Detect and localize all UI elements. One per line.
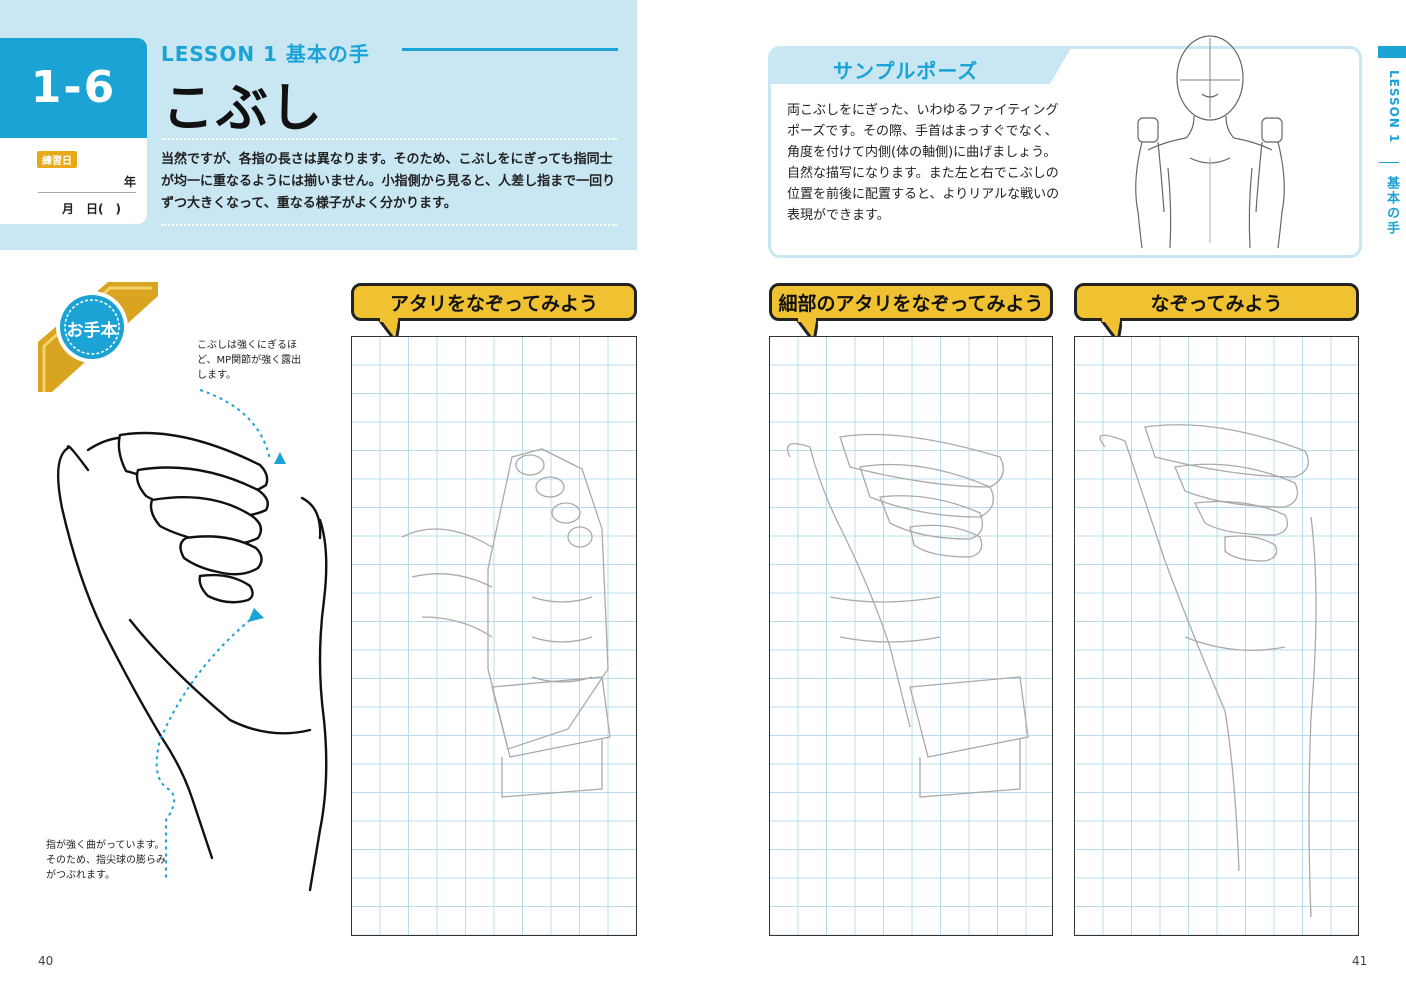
exercise-3-bubble: なぞってみよう bbox=[1074, 283, 1359, 321]
side-tab-chapter: 基本の手 bbox=[1384, 176, 1399, 236]
side-tab-bar bbox=[1378, 46, 1406, 58]
exercise-2-bubble: 細部のアタリをなぞってみよう bbox=[769, 283, 1053, 321]
section-number-block bbox=[0, 38, 147, 138]
fighting-pose-figure bbox=[1135, 35, 1285, 249]
section-number: 1-6 bbox=[30, 62, 117, 113]
intro-paragraph: 当然ですが、各指の長さは異なります。そのため、こぶしをにぎっても指同士が均一に重… bbox=[161, 152, 616, 211]
trace-guide-3 bbox=[1099, 424, 1317, 918]
model-badge-label: お手本 bbox=[66, 321, 118, 341]
practice-date-year: 年 bbox=[124, 175, 137, 189]
page-title: こぶし bbox=[162, 78, 325, 139]
side-tab-lesson: LESSON 1 bbox=[1387, 70, 1401, 144]
note-mp-joint: こぶしは強くにぎるほど、MP関節が強く露出します。 bbox=[197, 340, 302, 381]
trace-guide-2 bbox=[786, 433, 1029, 798]
dotted-divider-bottom bbox=[161, 224, 617, 226]
model-fist-illustration bbox=[57, 389, 328, 892]
page-number-left: 40 bbox=[38, 954, 54, 968]
trace-grid-3[interactable] bbox=[1074, 336, 1359, 936]
lesson-heading-rule bbox=[402, 48, 618, 51]
model-badge bbox=[56, 291, 128, 363]
exercise-1-bubble: アタリをなぞってみよう bbox=[351, 283, 637, 321]
practice-date-tag: 練習日 bbox=[37, 151, 77, 168]
trace-grid-1[interactable] bbox=[351, 336, 637, 936]
note-finger-bend: 指が強く曲がっています。そのため、指尖球の膨らみがつぶれます。 bbox=[46, 840, 166, 881]
practice-date-month-day: 月 日( ) bbox=[62, 202, 121, 216]
trace-grid-2[interactable] bbox=[769, 336, 1053, 936]
lesson-heading: LESSON 1 基本の手 bbox=[161, 42, 370, 66]
page-number-right: 41 bbox=[1352, 954, 1368, 968]
trace-guide-1 bbox=[401, 448, 611, 798]
sample-pose-text: 両こぶしをにぎった、いわゆるファイティングポーズです。その際、手首はまっすぐでな… bbox=[787, 103, 1060, 223]
sample-pose-tab bbox=[771, 48, 1071, 84]
sample-pose-title: サンプルポーズ bbox=[833, 59, 979, 83]
practice-date-divider bbox=[38, 192, 136, 193]
dotted-divider-top bbox=[161, 138, 617, 140]
side-tab-divider bbox=[1379, 162, 1399, 163]
